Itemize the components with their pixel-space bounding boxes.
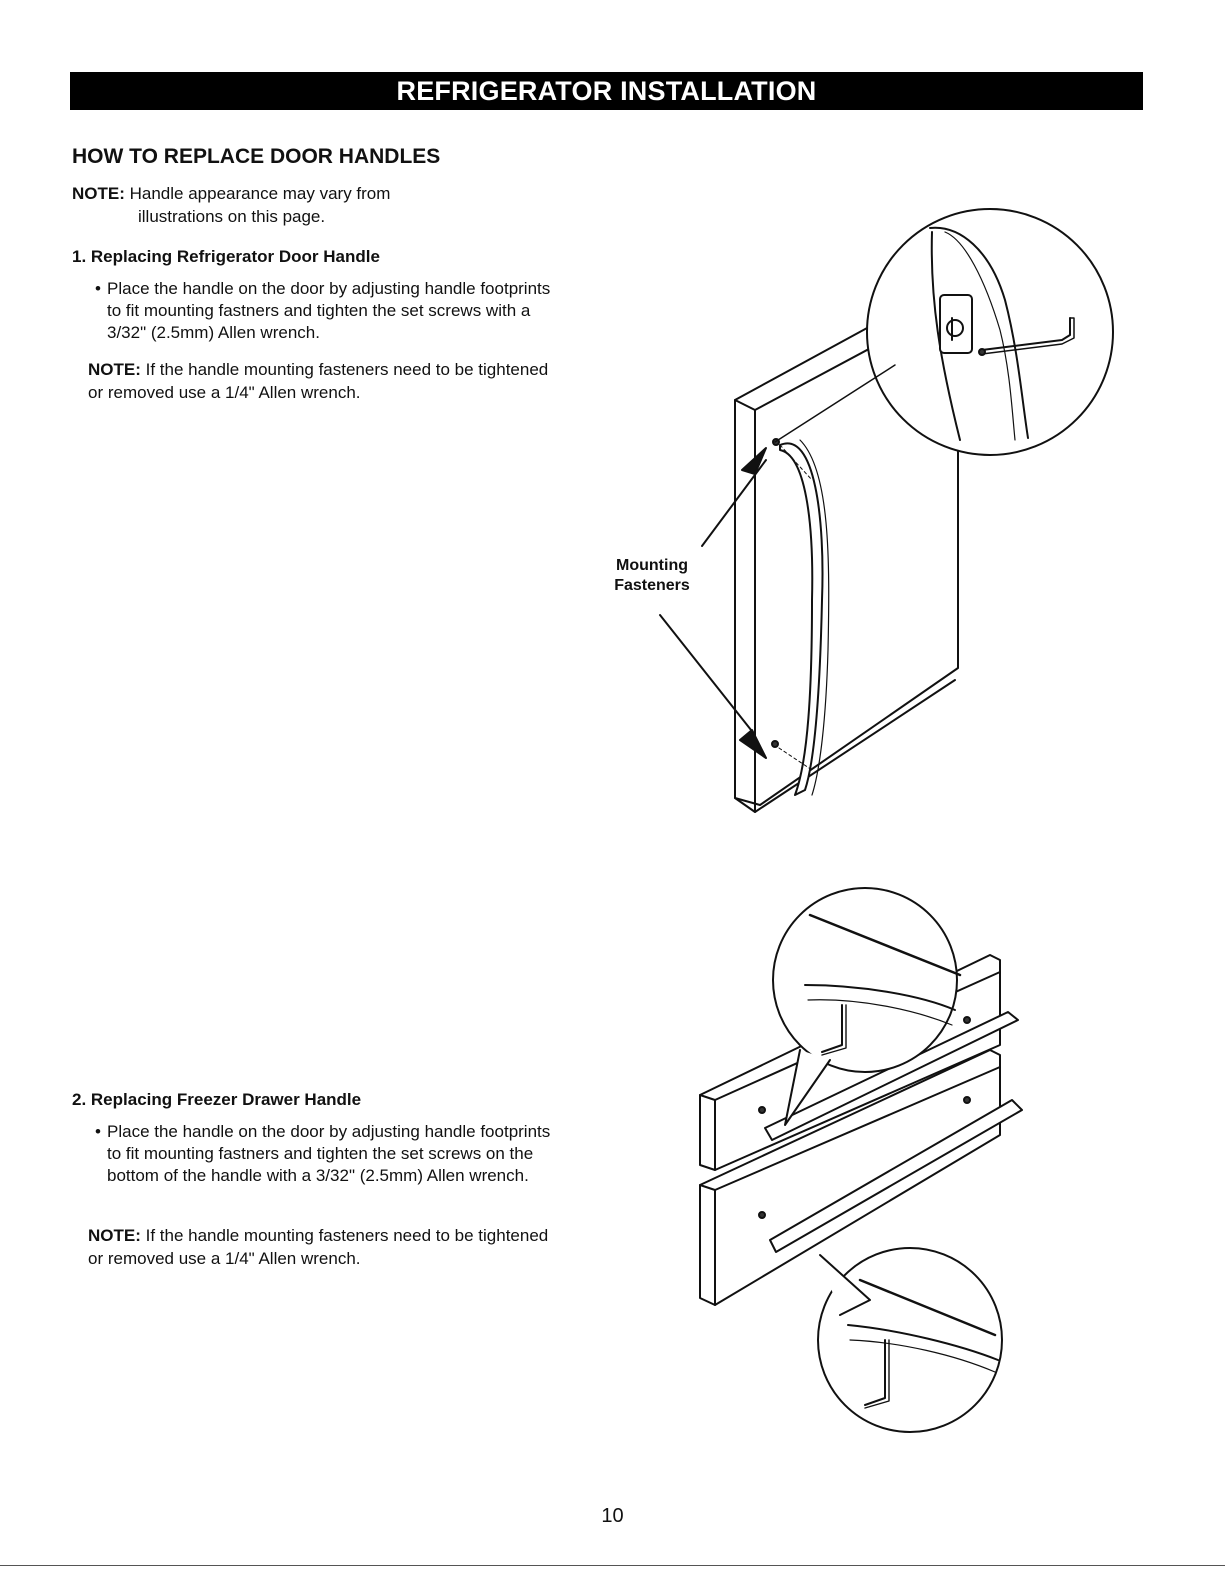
step-1-note-label: NOTE: bbox=[88, 360, 141, 379]
step-1-bullet: • Place the handle on the door by adjust… bbox=[95, 278, 565, 344]
bullet-dot: • bbox=[95, 1122, 101, 1141]
allen-wrench-2 bbox=[821, 1004, 843, 1053]
step-2-bullet-text: Place the handle on the door by adjustin… bbox=[107, 1122, 551, 1185]
step-1-title: 1. Replacing Refrigerator Door Handle bbox=[72, 247, 380, 266]
note-line-1: Handle appearance may vary from bbox=[129, 184, 391, 203]
note-line-2: illustrations on this page. bbox=[138, 207, 326, 226]
note-label: NOTE: bbox=[72, 184, 125, 203]
bullet-dot: • bbox=[95, 279, 101, 298]
door-handle bbox=[779, 442, 824, 796]
step-2-title: 2. Replacing Freezer Drawer Handle bbox=[72, 1090, 362, 1109]
page-number: 10 bbox=[601, 1505, 624, 1527]
allen-wrench-3 bbox=[864, 1339, 886, 1406]
detail-magnifier-3 bbox=[817, 1247, 1003, 1433]
detail-magnifier-2 bbox=[772, 887, 958, 1073]
step-1-note-text: If the handle mounting fasteners need to… bbox=[88, 360, 549, 402]
step-2-bullet: • Place the handle on the door by adjust… bbox=[95, 1121, 565, 1187]
callout-line-2: Fasteners bbox=[614, 577, 690, 594]
step-1-note: NOTE: If the handle mounting fasteners n… bbox=[88, 358, 558, 404]
lower-drawer-handle bbox=[769, 1099, 1023, 1253]
step-2-note: NOTE: If the handle mounting fasteners n… bbox=[88, 1224, 558, 1270]
callout-leader-bottom bbox=[659, 614, 756, 736]
arrow-head-bottom bbox=[739, 729, 767, 759]
step-2-note-text: If the handle mounting fasteners need to… bbox=[88, 1226, 549, 1268]
step-2-note-label: NOTE: bbox=[88, 1226, 141, 1245]
allen-wrench-1 bbox=[981, 317, 1071, 351]
mounting-fasteners-callout: Mounting Fasteners bbox=[602, 556, 702, 596]
door-bottom-edge bbox=[754, 679, 956, 813]
upper-drawer-handle bbox=[764, 1011, 1019, 1141]
step-1-bullet-text: Place the handle on the door by adjustin… bbox=[107, 279, 551, 342]
section-banner: REFRIGERATOR INSTALLATION bbox=[70, 72, 1143, 110]
door-side-edge bbox=[734, 399, 756, 813]
arrow-head-top bbox=[741, 447, 767, 475]
page-title: HOW TO REPLACE DOOR HANDLES bbox=[72, 145, 441, 168]
bottom-rule bbox=[0, 1565, 1225, 1566]
appearance-note: NOTE: Handle appearance may vary from il… bbox=[72, 182, 390, 228]
bottom-fastener bbox=[771, 740, 779, 748]
detail-magnifier-1 bbox=[866, 208, 1114, 456]
callout-line-1: Mounting bbox=[616, 557, 688, 574]
